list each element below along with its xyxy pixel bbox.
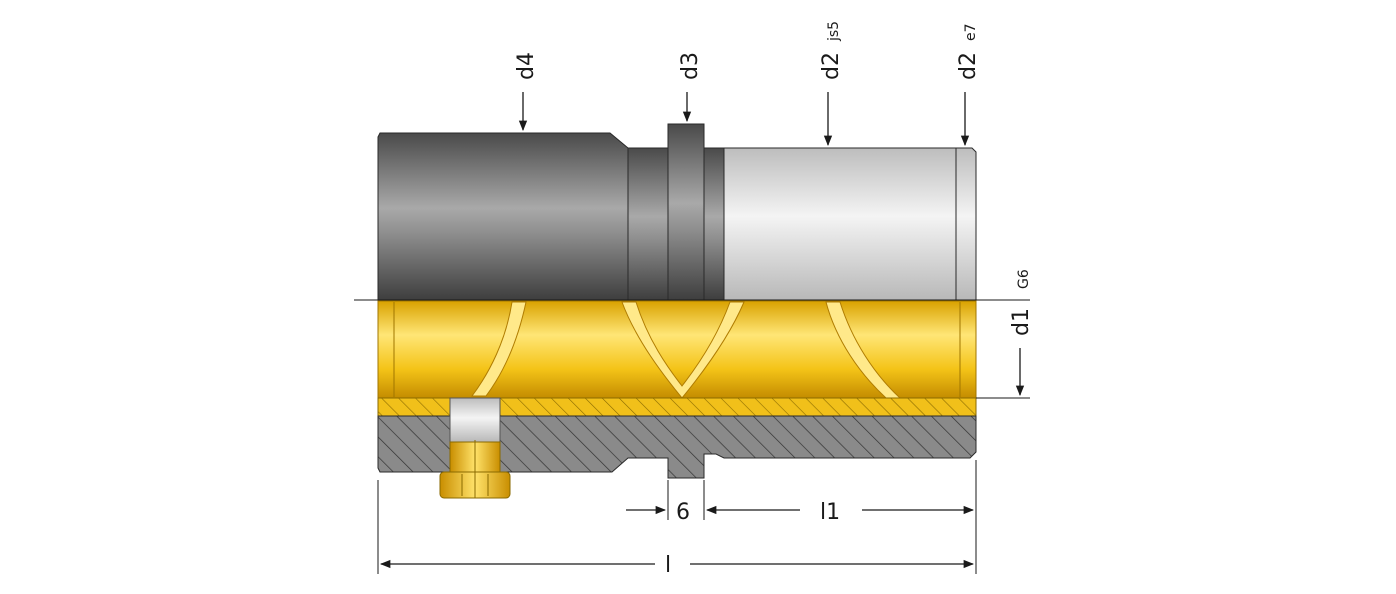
screw-bore (449, 397, 501, 443)
label-d3: d3 (678, 52, 703, 80)
label-d1-main: d1 (1009, 308, 1034, 336)
dim-d3: d3 (678, 52, 703, 123)
spiral-groove-2 (621, 301, 745, 399)
label-dim-l: l (665, 553, 671, 578)
dim-6: 6 (626, 500, 690, 525)
dim-d2-js5: d2 js5 (819, 21, 844, 147)
dim-d2-e7: d2 e7 (956, 24, 981, 147)
label-d2-js5-sub: js5 (826, 21, 842, 42)
label-dim-6: 6 (676, 500, 690, 525)
label-d2-js5-main: d2 (819, 52, 844, 80)
sleeve-body-upper (377, 123, 977, 301)
d4-section (377, 132, 629, 301)
dim-l: l (379, 553, 975, 578)
neck-right (703, 147, 725, 301)
d2-e7-end (955, 147, 977, 301)
label-d2-e7-sub: e7 (963, 24, 979, 42)
d3-collar (667, 123, 705, 301)
dim-d1-g6: d1 G6 (976, 269, 1034, 399)
label-dim-l1: l1 (820, 500, 840, 525)
grease-screw (439, 397, 511, 499)
label-d4: d4 (514, 52, 539, 80)
label-d2-e7: d2 e7 (956, 24, 981, 81)
dim-l1: l1 (705, 500, 975, 525)
extension-lines (377, 460, 977, 574)
label-d2-js5: d2 js5 (819, 21, 844, 80)
label-d1-g6: d1 G6 (1009, 269, 1034, 336)
label-d1-sub: G6 (1016, 269, 1032, 289)
spiral-groove-1 (471, 301, 527, 397)
brass-bore (377, 300, 977, 417)
neck-left (627, 147, 669, 301)
dim-d4: d4 (514, 52, 539, 132)
label-d2-e7-main: d2 (956, 52, 981, 80)
d2-js5-section (723, 147, 957, 301)
